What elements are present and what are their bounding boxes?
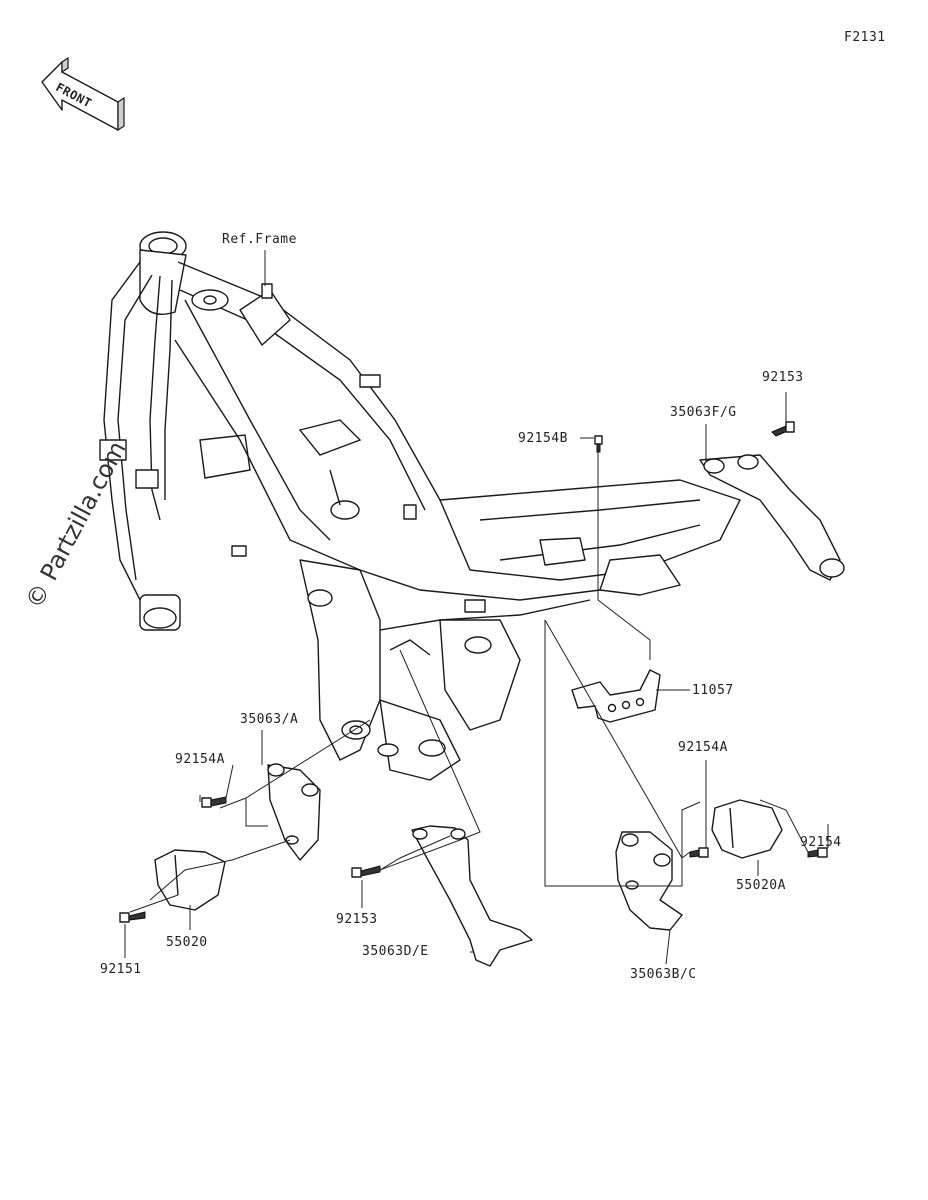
label-92154: 92154 <box>800 835 842 850</box>
motorcycle-frame <box>99 231 741 781</box>
label-55020A: 55020A <box>736 878 786 893</box>
front-arrow-icon <box>41 56 125 132</box>
bolt-92154A-right-icon <box>689 847 709 858</box>
bolt-92153-top-icon <box>771 421 795 437</box>
label-92153-top: 92153 <box>762 370 804 385</box>
label-92154A-left: 92154A <box>175 752 225 767</box>
part-35063A-bracket <box>267 763 321 861</box>
bolt-92154B-icon <box>594 435 603 453</box>
label-55020: 55020 <box>166 935 208 950</box>
bolt-92154A-left-icon <box>201 796 227 808</box>
label-35063DE: 35063D/E <box>362 944 429 959</box>
bolt-92151-icon <box>119 911 146 923</box>
label-11057: 11057 <box>692 683 734 698</box>
label-ref-frame: Ref.Frame <box>222 232 297 247</box>
part-35063FG-bracket <box>699 454 845 581</box>
bolt-92153-mid-icon <box>351 865 381 878</box>
part-55020-cover <box>154 849 226 911</box>
diagram-code: F2131 <box>844 30 886 45</box>
part-11057-bracket <box>571 669 661 723</box>
bolt-92154-icon <box>807 847 828 858</box>
label-35063FG: 35063F/G <box>670 405 737 420</box>
part-35063BC-bracket <box>615 831 683 931</box>
label-92154A-right: 92154A <box>678 740 728 755</box>
label-92151: 92151 <box>100 962 142 977</box>
part-35063DE-bracket <box>411 825 533 967</box>
label-92153-mid: 92153 <box>336 912 378 927</box>
label-35063BC: 35063B/C <box>630 967 697 982</box>
leader-lines <box>124 250 829 965</box>
label-92154B: 92154B <box>518 431 568 446</box>
part-55020A-cover <box>711 799 783 859</box>
label-35063A: 35063/A <box>240 712 299 727</box>
